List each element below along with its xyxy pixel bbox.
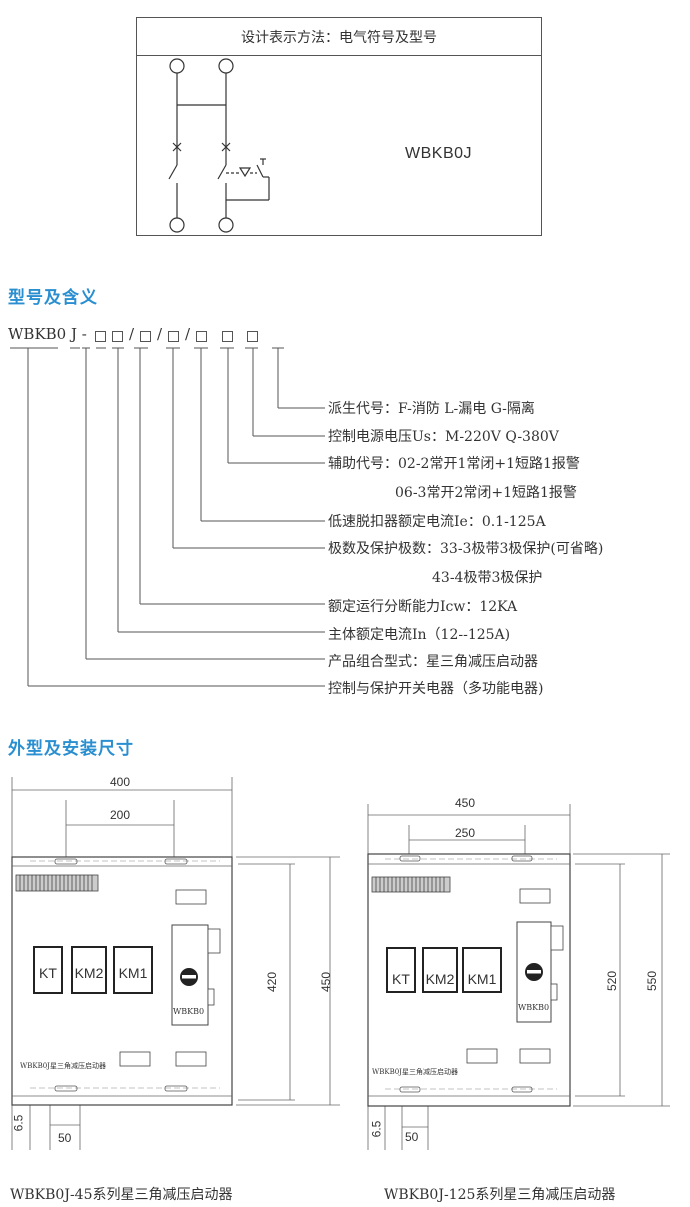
left-contactor-kt: KT bbox=[39, 965, 57, 981]
electrical-symbol bbox=[168, 58, 270, 233]
left-dim-offset-left: 6.5 bbox=[11, 1114, 26, 1132]
right-dim-width-total: 450 bbox=[455, 796, 476, 810]
desc-product-type: 产品组合型式：星三角减压启动器 bbox=[328, 654, 538, 670]
right-dim-height-inner: 520 bbox=[605, 970, 620, 992]
desc-control-voltage: 控制电源电压Us：M-220V Q-380V bbox=[328, 429, 559, 445]
left-dim-height-inner: 420 bbox=[265, 971, 280, 993]
left-dim-offset-bottom: 50 bbox=[58, 1131, 72, 1145]
desc-derivative-code: 派生代号：F-消防 L-漏电 G-隔离 bbox=[328, 401, 535, 417]
desc-aux-code-2: 06-3常开2常闭+1短路1报警 bbox=[395, 485, 577, 501]
right-caption: WBKB0J-125系列星三角减压启动器 bbox=[384, 1187, 616, 1203]
right-contactor-km1: KM1 bbox=[467, 971, 497, 987]
right-panel-label: WBKB0J星三角减压启动器 bbox=[372, 1068, 458, 1076]
left-dim-height-total: 450 bbox=[319, 971, 334, 993]
code-box-2 bbox=[112, 331, 123, 342]
left-contactor-km1: KM1 bbox=[118, 965, 148, 981]
code-box-1 bbox=[95, 331, 106, 342]
desc-rated-current: 主体额定电流In（12--125A) bbox=[328, 627, 511, 643]
left-outline-drawing bbox=[11, 777, 340, 1150]
left-panel-label: WBKB0J星三角减压启动器 bbox=[20, 1062, 106, 1070]
code-separator-2: / bbox=[157, 325, 163, 343]
code-box-3 bbox=[140, 331, 151, 342]
right-dim-height-total: 550 bbox=[645, 970, 660, 992]
outline-section-title: 外型及安装尺寸 bbox=[8, 739, 134, 759]
code-box-6 bbox=[222, 331, 233, 342]
desc-breaking-capacity: 额定运行分断能力Icw：12KA bbox=[328, 599, 518, 615]
left-dim-width-inner: 200 bbox=[110, 808, 131, 822]
code-box-5 bbox=[196, 331, 207, 342]
left-caption: WBKB0J-45系列星三角减压启动器 bbox=[10, 1187, 233, 1203]
symbol-model-label: WBKB0J bbox=[405, 145, 473, 162]
model-section-title: 型号及含义 bbox=[8, 288, 98, 308]
desc-device-type: 控制与保护开关电器（多功能电器) bbox=[328, 681, 544, 697]
desc-poles: 极数及保护极数：33-3极带3极保护(可省略) bbox=[328, 541, 604, 557]
symbol-header: 设计表示方法：电气符号及型号 bbox=[137, 18, 541, 56]
code-separator-1: / bbox=[129, 325, 135, 343]
code-separator-3: / bbox=[185, 325, 191, 343]
left-dim-width-total: 400 bbox=[110, 775, 131, 789]
desc-aux-code: 辅助代号：02-2常开1常闭+1短路1报警 bbox=[328, 456, 580, 472]
right-dim-width-inner: 250 bbox=[455, 826, 476, 840]
right-contactor-kt: KT bbox=[392, 971, 410, 987]
left-contactor-km2: KM2 bbox=[74, 965, 104, 981]
symbol-box: 设计表示方法：电气符号及型号 bbox=[136, 17, 542, 236]
model-code-prefix: WBKB0 J - bbox=[8, 325, 87, 343]
right-dim-offset-bottom: 50 bbox=[405, 1130, 419, 1144]
desc-poles-2: 43-4极带3极保护 bbox=[432, 570, 543, 586]
right-device-label: WBKB0 bbox=[518, 1003, 550, 1012]
right-dim-offset-left: 6.5 bbox=[369, 1120, 384, 1138]
right-outline-drawing bbox=[367, 804, 670, 1150]
code-box-4 bbox=[168, 331, 179, 342]
code-box-7 bbox=[247, 331, 258, 342]
right-contactor-km2: KM2 bbox=[425, 971, 455, 987]
desc-trip-current: 低速脱扣器额定电流Ie：0.1-125A bbox=[328, 514, 546, 530]
left-device-label: WBKB0 bbox=[173, 1007, 205, 1016]
model-code-leader-lines bbox=[10, 347, 325, 687]
